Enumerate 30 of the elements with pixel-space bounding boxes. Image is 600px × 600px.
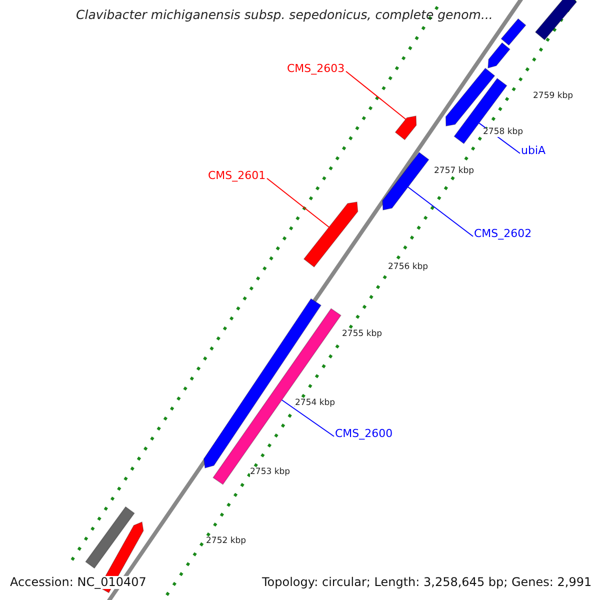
gene-feature xyxy=(203,298,322,469)
gene-feature xyxy=(488,42,510,69)
tick-label: 2752 kbp xyxy=(206,537,246,546)
title: Clavibacter michiganensis subsp. sepedonicus, complete genom... xyxy=(76,8,493,22)
leader-line xyxy=(346,70,406,120)
gene-label: CMS_2602 xyxy=(474,228,532,240)
tick-label: 2753 kbp xyxy=(250,468,290,478)
gene-feature xyxy=(454,78,508,144)
gene-label: CMS_2603 xyxy=(287,63,345,76)
tick-label: 2759 kbp xyxy=(533,92,574,102)
footer-text: Topology: circular; Length: 3,258,645 bp; Genes: 2,991 xyxy=(262,576,592,590)
gene-feature xyxy=(534,0,578,40)
tick-label: 2754 kbp xyxy=(295,399,336,408)
gene-feature xyxy=(394,116,417,140)
gene-feature xyxy=(382,152,430,210)
gene-label: CMS_2601 xyxy=(208,170,266,182)
tick-label: 2758 kbp xyxy=(483,128,524,138)
tick-label: 2757 kbp xyxy=(434,167,474,176)
footer-text: Accession: NC_010407 xyxy=(10,576,146,590)
gene-label: CMS_2600 xyxy=(335,428,393,440)
leader-line xyxy=(407,186,474,237)
tick-label: 2755 kbp xyxy=(342,330,382,340)
gene-feature xyxy=(500,18,526,46)
gene-feature xyxy=(303,202,358,268)
leader-line xyxy=(281,400,334,437)
gene-feature xyxy=(445,68,496,126)
gene-feature xyxy=(85,506,135,569)
tick-label: 2756 kbp xyxy=(388,263,428,272)
leader-line xyxy=(266,178,330,228)
gene-label: ubiA xyxy=(521,145,546,158)
